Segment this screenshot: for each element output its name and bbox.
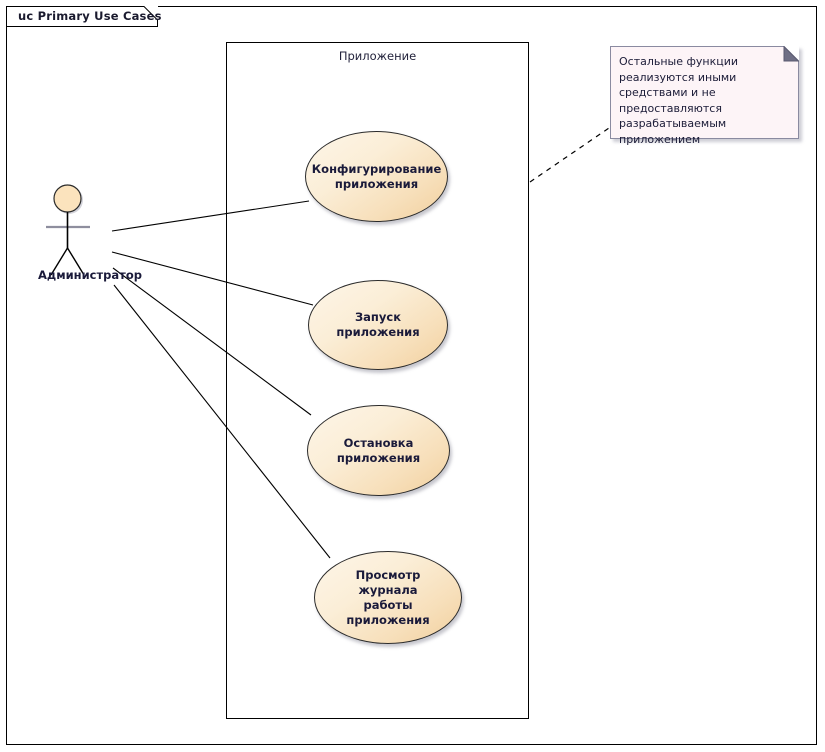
system-boundary-label: Приложение xyxy=(338,49,417,63)
actor-label: Администратор xyxy=(38,268,142,282)
use-case-start[interactable]: Запуск приложения xyxy=(308,280,448,370)
actor-administrator[interactable]: Администратор xyxy=(30,182,150,287)
note-box[interactable]: Остальные функции реализуются иными сред… xyxy=(610,46,799,146)
use-case-label: Запуск приложения xyxy=(336,310,420,339)
use-case-ellipse xyxy=(308,280,448,370)
use-case-ellipse xyxy=(307,405,450,496)
use-case-stop[interactable]: Остановка приложения xyxy=(307,405,450,496)
actor-stick-figure-icon xyxy=(46,184,90,276)
use-case-ellipse xyxy=(314,551,462,644)
title-tab-shape-icon xyxy=(6,6,158,27)
use-case-label: Остановка приложения xyxy=(336,435,421,465)
use-case-label: Просмотр журнала работы приложения xyxy=(346,567,430,627)
note-shape-icon xyxy=(610,46,799,139)
use-case-label: Конфигурирование приложения xyxy=(311,161,442,191)
use-case-viewlog[interactable]: Просмотр журнала работы приложения xyxy=(314,551,462,644)
use-case-configure[interactable]: Конфигурирование приложения xyxy=(305,131,448,222)
use-case-ellipse xyxy=(305,131,448,222)
diagram-title: uc Primary Use Cases xyxy=(18,9,162,23)
note-text: Остальные функции реализуются иными сред… xyxy=(619,55,739,146)
diagram-title-tab: uc Primary Use Cases xyxy=(6,6,161,27)
